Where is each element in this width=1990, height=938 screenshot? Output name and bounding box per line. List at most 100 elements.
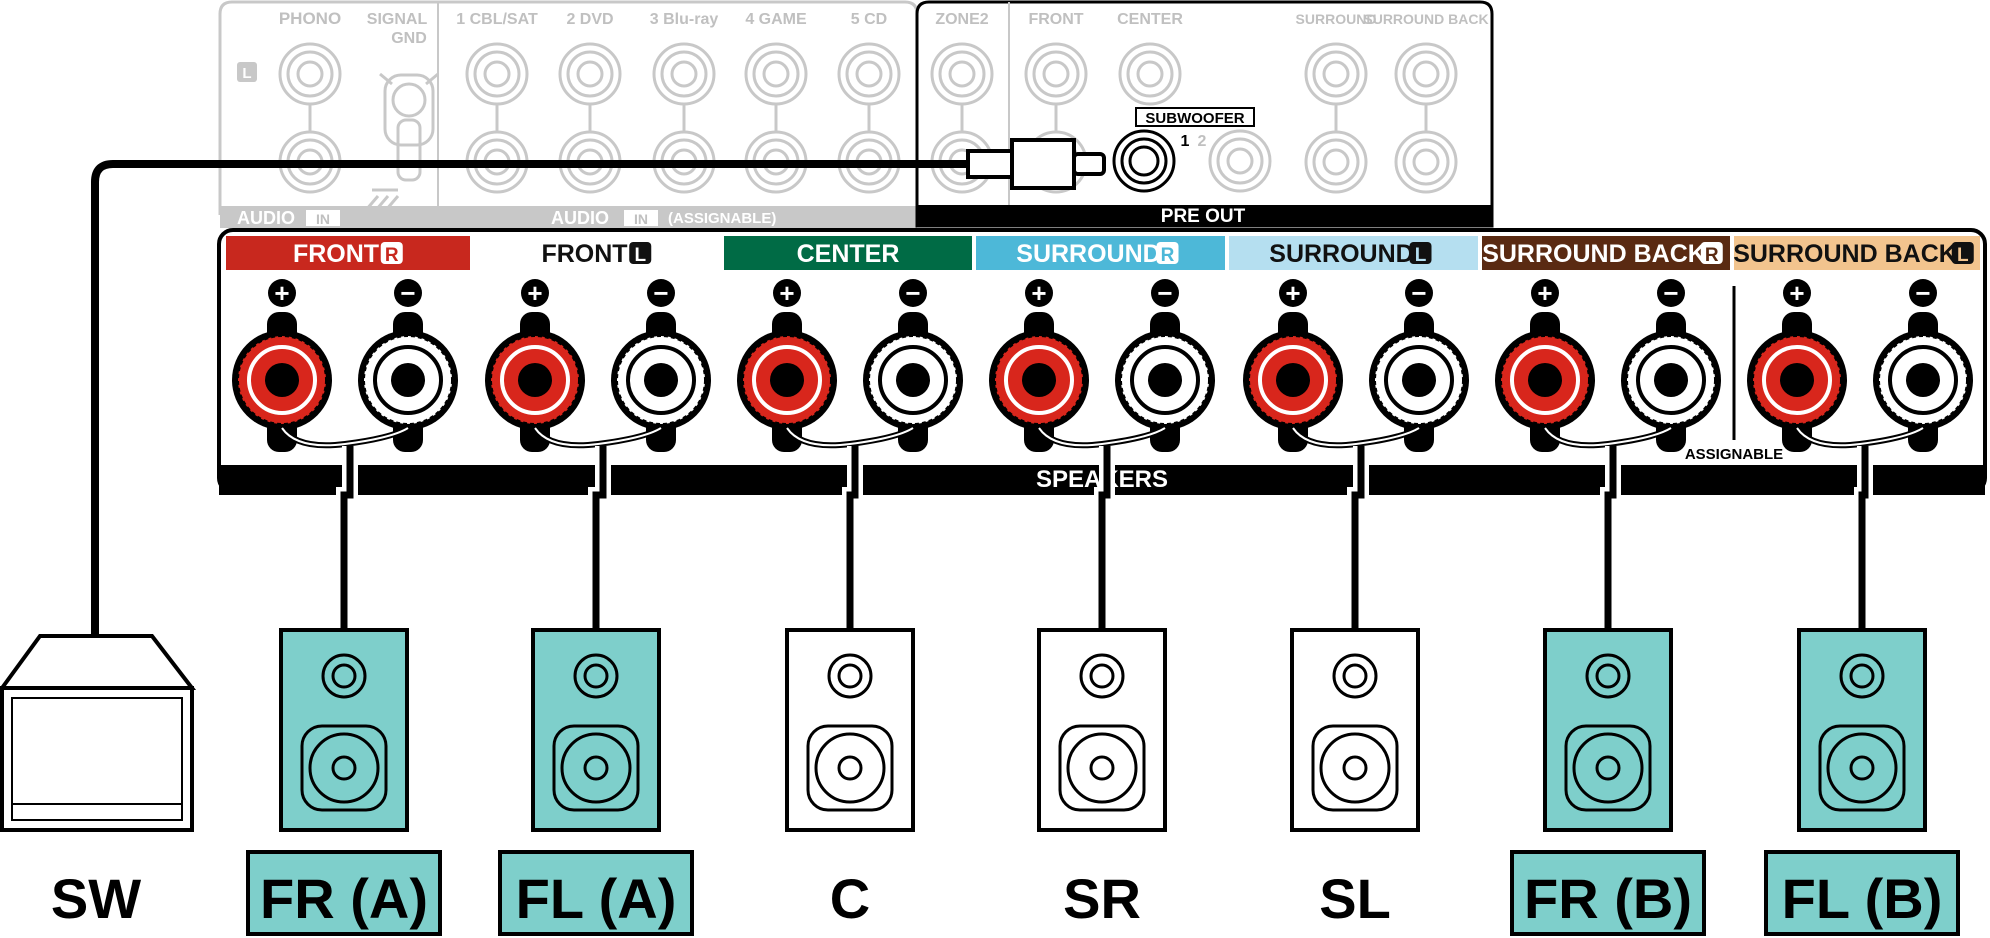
subwoofer-2-jack <box>1208 129 1272 193</box>
speaker-label-text: FL (A) <box>516 867 677 930</box>
speaker-label: C <box>830 867 870 930</box>
speaker-cabinet <box>1290 628 1420 832</box>
negative-terminal: − <box>1369 278 1469 452</box>
channel-label: SURROUND <box>1016 240 1160 268</box>
channel-label: SURROUND BACK <box>1733 240 1957 268</box>
minus-sign: − <box>1157 278 1172 308</box>
audio-in-bar-assignable <box>438 206 917 228</box>
in-badge-right <box>624 210 658 226</box>
plus-sign: + <box>1789 278 1804 308</box>
channel-header: CENTER <box>724 236 972 270</box>
preout-title-bar <box>917 205 1492 226</box>
speaker-wire <box>1858 446 1869 632</box>
preout-center-label: CENTER <box>1117 11 1183 28</box>
audio-in-assignable-text: AUDIO <box>551 208 609 228</box>
minus-sign: − <box>905 278 920 308</box>
subwoofer-cable <box>91 138 1106 640</box>
plus-sign: + <box>1031 278 1046 308</box>
minus-sign: − <box>1915 278 1930 308</box>
speaker-wire <box>1604 446 1617 632</box>
negative-terminal: − <box>1115 278 1215 452</box>
speaker-wire <box>846 446 859 632</box>
positive-terminal: + <box>1495 278 1595 452</box>
input-jack <box>837 42 901 106</box>
speaker-label-text: SL <box>1319 867 1391 930</box>
channel-label: FRONT <box>541 240 627 268</box>
phono-jack <box>278 42 342 106</box>
negative-terminal: − <box>1621 278 1721 452</box>
channel-header: FRONT R <box>226 236 470 270</box>
plus-sign: + <box>527 278 542 308</box>
negative-terminal: − <box>863 278 963 452</box>
plus-sign: + <box>274 278 289 308</box>
subwoofer-box <box>0 634 197 832</box>
negative-terminal: − <box>358 278 458 452</box>
signal-gnd-label-1: SIGNAL <box>367 11 428 28</box>
in-badge-right-text: IN <box>634 211 648 227</box>
input-label: 2 DVD <box>566 11 613 28</box>
speaker-wire <box>340 446 354 632</box>
speaker-cabinet <box>531 628 661 832</box>
input-label: 1 CBL/SAT <box>456 11 538 28</box>
preout-front-label: FRONT <box>1028 11 1083 28</box>
minus-sign: − <box>653 278 668 308</box>
plus-sign: + <box>779 278 794 308</box>
preout-jack <box>1118 42 1182 106</box>
assignable-paren-text: (ASSIGNABLE) <box>668 210 776 227</box>
minus-sign: − <box>400 278 415 308</box>
speaker-label-text: FR (A) <box>260 867 428 930</box>
positive-terminal: + <box>737 278 837 452</box>
speaker-wire <box>592 446 607 632</box>
speaker-label-text: SW <box>51 867 141 930</box>
positive-terminal: + <box>232 278 332 452</box>
ground-terminal <box>364 72 439 211</box>
input-jacks <box>465 42 901 194</box>
positive-terminal: + <box>485 278 585 452</box>
speaker-cabinet <box>1037 628 1167 832</box>
subwoofer-1-label: 1 <box>1181 133 1190 150</box>
channel-label: FRONT <box>293 240 379 268</box>
audio-in-left-text: AUDIO <box>237 208 295 228</box>
l-badge-text: L <box>242 65 251 82</box>
speaker-label: SW <box>51 867 141 930</box>
subwoofer-label: SUBWOOFER <box>1145 110 1244 127</box>
input-label: 4 GAME <box>745 11 807 28</box>
preout-title: PRE OUT <box>1161 206 1246 227</box>
channel-badge: R <box>385 245 399 266</box>
channel-badge: L <box>634 245 646 266</box>
speaker-label-text: SR <box>1063 867 1141 930</box>
speaker-label: SL <box>1319 867 1391 930</box>
channel-header: FRONT L <box>473 236 720 270</box>
subwoofer-2-label: 2 <box>1198 133 1207 150</box>
positive-terminal: + <box>1747 278 1847 452</box>
in-badge-left <box>306 210 340 226</box>
speaker-label: FR (A) <box>246 850 442 936</box>
channel-badge: R <box>1705 245 1719 266</box>
input-jack <box>652 42 716 106</box>
speaker-wire <box>1098 446 1111 632</box>
input-jack <box>465 42 529 106</box>
positive-terminal: + <box>989 278 1089 452</box>
preout-surround-back-label: SURROUND BACK <box>1363 11 1488 27</box>
signal-gnd-label-2: GND <box>391 30 427 47</box>
speaker-cabinet <box>1797 628 1927 832</box>
phono-jacks <box>278 42 342 194</box>
input-jack <box>558 42 622 106</box>
speakers <box>279 628 1927 832</box>
input-label: 5 CD <box>851 11 887 28</box>
channel-label: SURROUND BACK <box>1482 240 1706 268</box>
subwoofer-1-jack <box>1112 129 1176 193</box>
assignable-label: ASSIGNABLE <box>1685 446 1783 463</box>
preout-panel: ZONE2 FRONT CENTER SURROUND SURROUND BAC… <box>915 0 1494 228</box>
negative-terminal: − <box>1873 278 1973 452</box>
